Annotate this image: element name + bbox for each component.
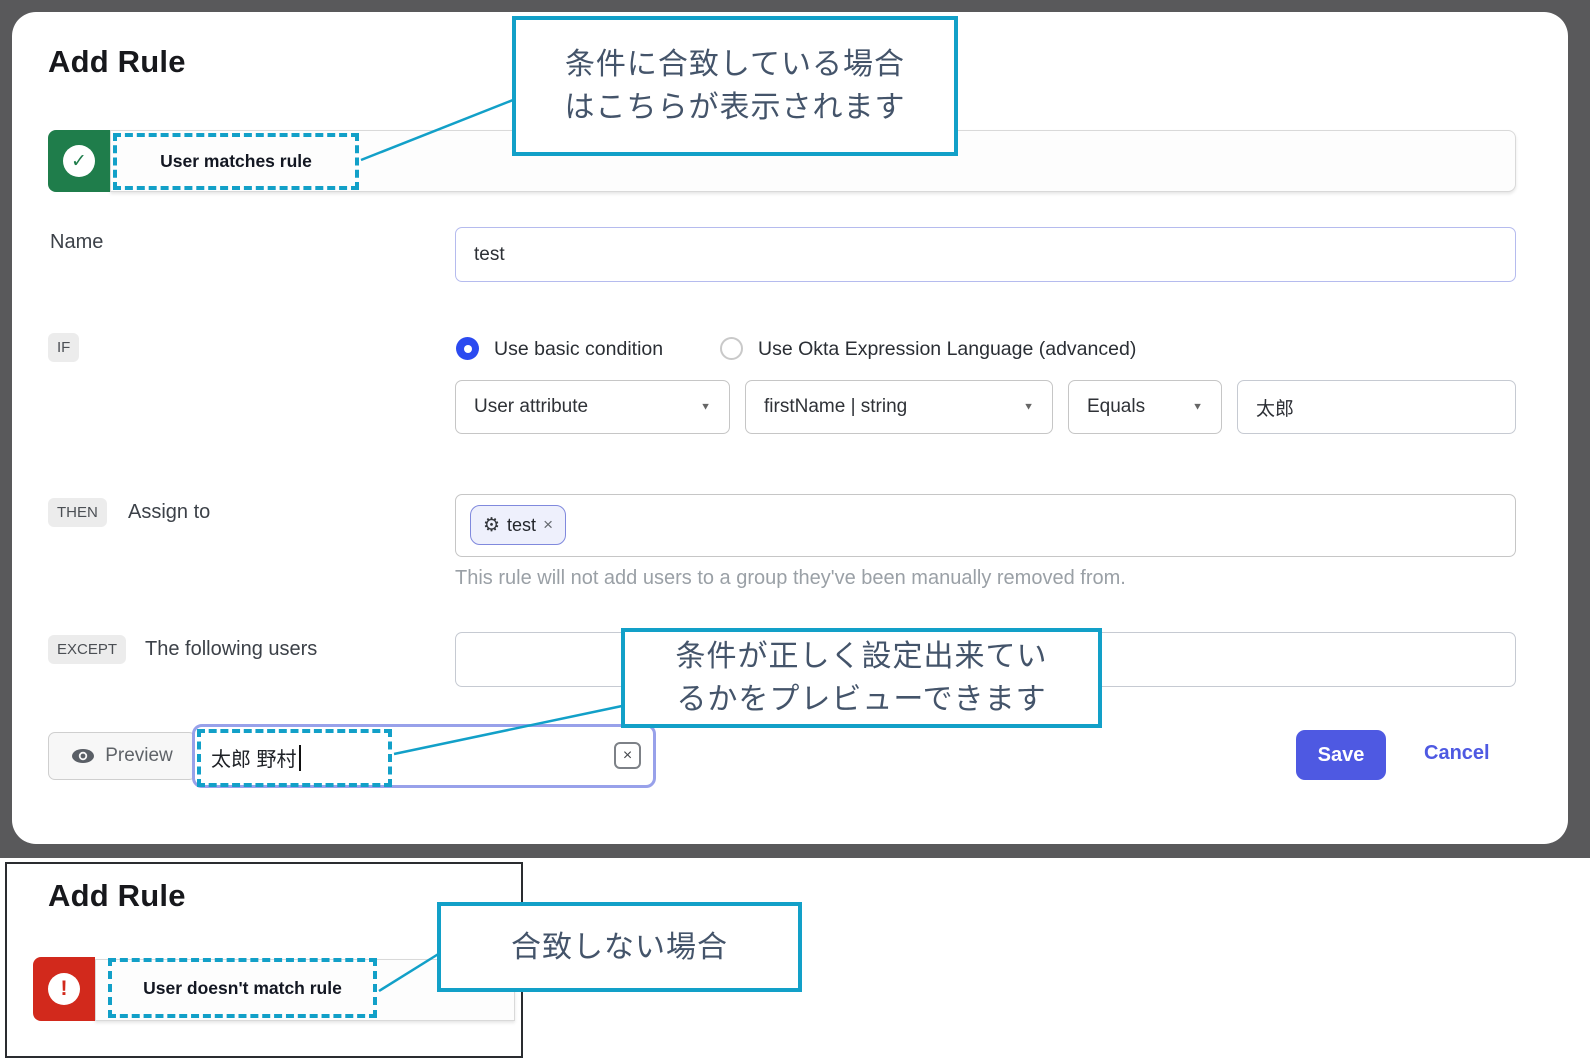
except-label: The following users: [145, 638, 318, 660]
cancel-button[interactable]: Cancel: [1424, 742, 1490, 764]
eye-icon: [72, 749, 95, 763]
assign-to-field[interactable]: [455, 494, 1516, 557]
clear-input-icon[interactable]: ×: [614, 742, 641, 769]
alert-icon: !: [48, 973, 80, 1005]
expression-language-label[interactable]: Use Okta Expression Language (advanced): [758, 338, 1137, 360]
text-cursor: [298, 744, 301, 771]
assign-helper-text: This rule will not add users to a group …: [455, 567, 1126, 589]
chevron-down-icon: ▼: [1023, 401, 1034, 413]
condition-value-input[interactable]: [1237, 380, 1516, 434]
user-attribute-select-value: User attribute: [474, 396, 589, 417]
basic-condition-label[interactable]: Use basic condition: [494, 338, 664, 360]
callout-preview-line1: 条件が正しく設定出来てい: [675, 640, 1048, 673]
expression-language-radio[interactable]: [720, 337, 743, 360]
chevron-down-icon: ▼: [1192, 401, 1203, 413]
group-chip-label: test: [507, 514, 537, 535]
match-label-annotation-box: [113, 133, 359, 190]
callout-no-match: 合致しない場合: [437, 902, 802, 992]
page-title-nomatch: Add Rule: [48, 878, 186, 913]
match-status-tile: ✓: [48, 130, 110, 192]
check-icon: ✓: [63, 145, 95, 177]
assign-to-label: Assign to: [128, 501, 211, 523]
attribute-field-select-value: firstName | string: [764, 396, 908, 417]
operator-select-value: Equals: [1087, 396, 1146, 417]
callout-match-line2: はこちらが表示されます: [564, 91, 906, 124]
preview-button[interactable]: Preview: [48, 732, 196, 780]
save-button[interactable]: Save: [1296, 730, 1386, 780]
no-match-status-tile: !: [33, 957, 95, 1021]
no-match-banner-label: User doesn't match rule: [143, 977, 342, 998]
page-title: Add Rule: [48, 44, 186, 79]
preview-input-value: 太郎 野村: [211, 743, 301, 772]
if-badge: IF: [48, 333, 80, 362]
name-label: Name: [50, 231, 104, 253]
basic-condition-radio[interactable]: [456, 337, 479, 360]
operator-select[interactable]: Equals ▼: [1068, 380, 1222, 434]
chevron-down-icon: ▼: [700, 401, 711, 413]
gear-icon: ⚙: [483, 514, 501, 536]
user-attribute-select[interactable]: User attribute ▼: [455, 380, 730, 434]
name-input[interactable]: [455, 227, 1516, 282]
group-chip: ⚙ test ×: [470, 505, 566, 545]
preview-input-annotation-box: [197, 729, 392, 787]
callout-preview: 条件が正しく設定出来てい るかをプレビューできます: [621, 628, 1102, 728]
match-banner-label: User matches rule: [160, 151, 312, 171]
callout-match-line1: 条件に合致している場合: [564, 48, 906, 81]
preview-input-text: 太郎 野村: [211, 749, 297, 771]
attribute-field-select[interactable]: firstName | string ▼: [745, 380, 1053, 434]
callout-no-match-text: 合致しない場合: [511, 930, 728, 964]
chip-remove-icon[interactable]: ×: [543, 515, 553, 534]
callout-preview-line2: るかをプレビューできます: [676, 683, 1047, 716]
no-match-label-annotation-box: [108, 958, 377, 1018]
preview-button-label: Preview: [105, 745, 173, 766]
except-badge: EXCEPT: [48, 635, 127, 664]
then-badge: THEN: [48, 498, 107, 527]
callout-match: 条件に合致している場合 はこちらが表示されます: [512, 16, 958, 156]
